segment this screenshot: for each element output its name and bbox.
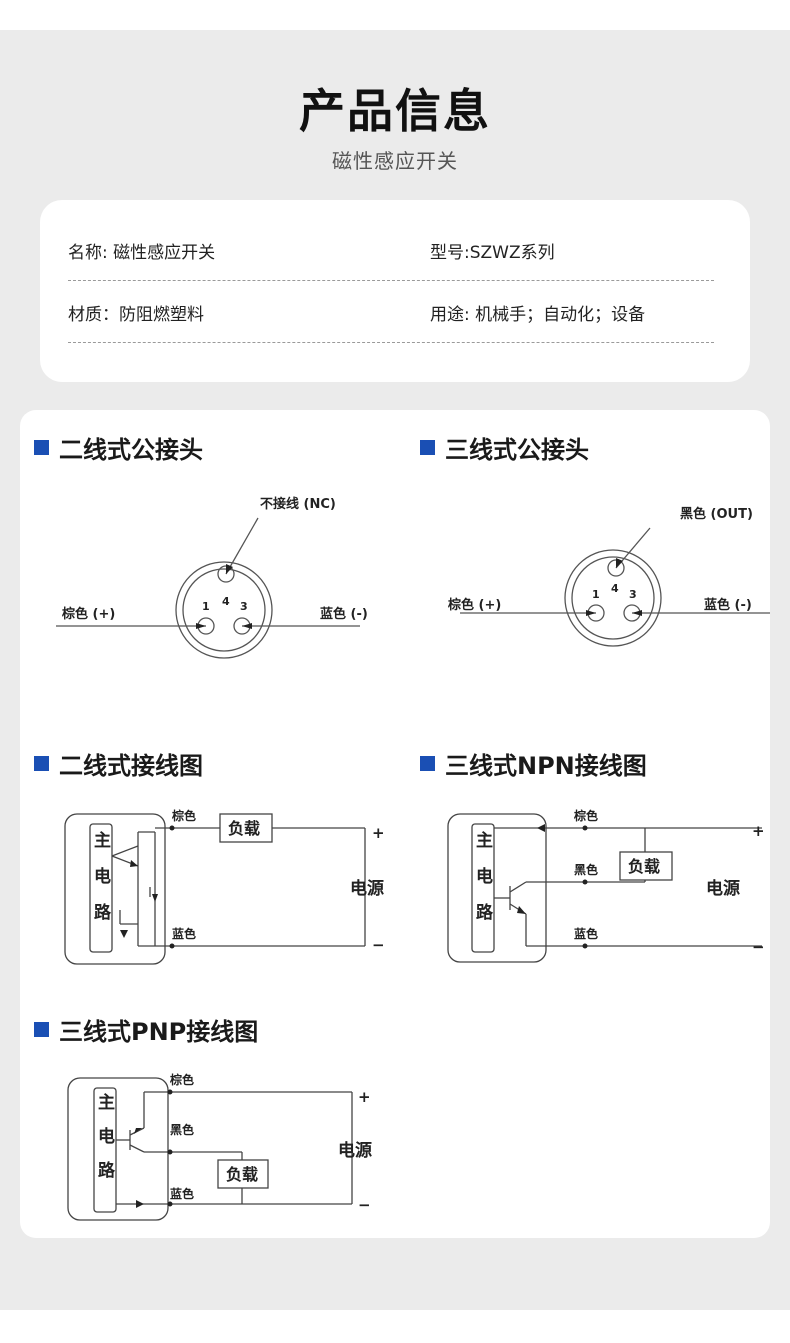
power-label: 电源 xyxy=(350,878,384,899)
product-model: 型号:SZWZ系列 xyxy=(430,243,555,263)
label-black-out: 黑色 (OUT) xyxy=(680,506,753,522)
load-label: 负载 xyxy=(228,819,260,838)
page-title: 产品信息 xyxy=(299,84,491,138)
pin-1-label: 1 xyxy=(592,588,600,601)
brown-wire-label: 棕色 xyxy=(169,1072,194,1087)
brown-wire-label: 棕色 xyxy=(573,808,598,823)
label-blue-minus: 蓝色 (-) xyxy=(704,597,752,613)
circuit-char-3: 路 xyxy=(94,902,112,923)
wiring-diagrams-card: 二线式公接头 不接线 (NC) 棕色 (+) 蓝色 (-) 4 1 3 三线式公… xyxy=(20,410,770,1238)
label-blue-minus: 蓝色 (-) xyxy=(320,606,368,622)
product-info-card: 名称: 磁性感应开关 型号:SZWZ系列 材质：防阻燃塑料 用途: 机械手；自动… xyxy=(40,200,750,382)
product-usage: 用途: 机械手；自动化；设备 xyxy=(430,305,646,325)
power-label: 电源 xyxy=(706,878,740,899)
circuit-char-3: 路 xyxy=(98,1160,116,1181)
section-bullet-icon xyxy=(34,1022,49,1037)
section-title-pnp-diagram: 三线式PNP接线图 xyxy=(34,1012,258,1047)
info-row-1: 名称: 磁性感应开关 型号:SZWZ系列 xyxy=(68,218,714,281)
info-row-2: 材质：防阻燃塑料 用途: 机械手；自动化；设备 xyxy=(68,280,714,343)
section-bullet-icon xyxy=(34,756,49,771)
two-wire-wiring-diagram: 主 电 路 棕色 蓝色 负载 电源 + − xyxy=(64,808,385,965)
black-wire-label: 黑色 xyxy=(574,862,598,877)
minus-label: − xyxy=(372,936,385,954)
section-bullet-icon xyxy=(420,756,435,771)
plus-label: + xyxy=(752,822,765,840)
circuit-char-2: 电 xyxy=(94,866,111,887)
label-brown-plus: 棕色 (+) xyxy=(447,597,501,613)
pin-3-label: 3 xyxy=(629,588,637,601)
circuit-char-2: 电 xyxy=(98,1126,115,1147)
circuit-char-1: 主 xyxy=(98,1092,115,1113)
circuit-char-2: 电 xyxy=(476,866,493,887)
minus-label: − xyxy=(752,938,765,956)
load-label: 负载 xyxy=(226,1165,258,1184)
label-brown-plus: 棕色 (+) xyxy=(61,606,115,622)
black-wire-label: 黑色 xyxy=(170,1122,194,1137)
product-name: 名称: 磁性感应开关 xyxy=(68,243,216,263)
pin-4-label: 4 xyxy=(611,582,619,595)
blue-wire-label: 蓝色 xyxy=(172,926,196,941)
plus-label: + xyxy=(372,824,385,842)
npn-wiring-diagram: 主 电 路 棕色 黑色 蓝色 负载 电源 + − xyxy=(447,808,765,963)
blue-wire-label: 蓝色 xyxy=(170,1186,194,1201)
section-title-three-wire-connector: 三线式公接头 xyxy=(420,430,589,465)
circuit-char-1: 主 xyxy=(476,830,493,851)
minus-label: − xyxy=(358,1196,371,1214)
circuit-char-3: 路 xyxy=(476,902,494,923)
two-wire-connector-diagram: 不接线 (NC) 棕色 (+) 蓝色 (-) 4 1 3 xyxy=(56,496,368,659)
pin-4-label: 4 xyxy=(222,595,230,608)
blue-wire-label: 蓝色 xyxy=(574,926,598,941)
pnp-wiring-diagram: 主 电 路 棕色 黑色 蓝色 负载 电源 + − xyxy=(67,1072,372,1221)
section-bullet-icon xyxy=(34,440,49,455)
label-not-connected: 不接线 (NC) xyxy=(260,496,336,512)
section-title-two-wire-diagram: 二线式接线图 xyxy=(34,746,203,781)
pin-3-label: 3 xyxy=(240,600,248,613)
page-subtitle: 磁性感应开关 xyxy=(332,149,458,173)
brown-wire-label: 棕色 xyxy=(171,808,196,823)
three-wire-connector-diagram: 黑色 (OUT) 棕色 (+) 蓝色 (-) 4 1 3 xyxy=(447,506,770,647)
power-label: 电源 xyxy=(338,1140,372,1161)
load-label: 负载 xyxy=(628,857,660,876)
pin-1-label: 1 xyxy=(202,600,210,613)
section-bullet-icon xyxy=(420,440,435,455)
product-material: 材质：防阻燃塑料 xyxy=(68,305,204,325)
section-title-npn-diagram: 三线式NPN接线图 xyxy=(420,746,647,781)
plus-label: + xyxy=(358,1088,371,1106)
circuit-char-1: 主 xyxy=(94,830,111,851)
section-title-two-wire-connector: 二线式公接头 xyxy=(34,430,203,465)
